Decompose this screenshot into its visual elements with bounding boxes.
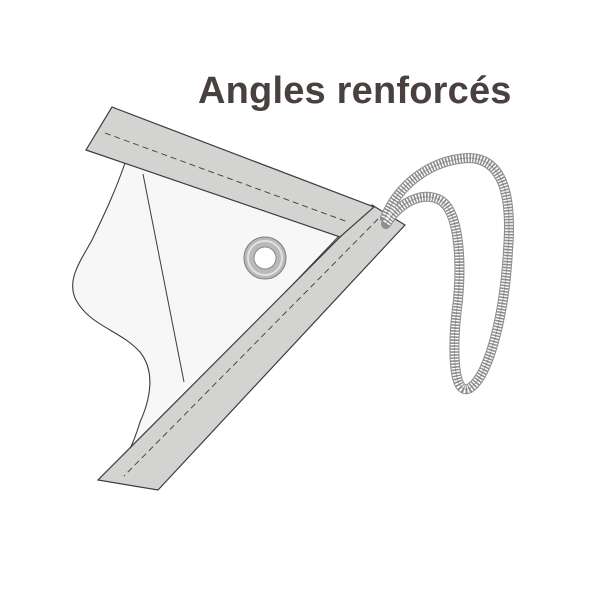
reinforced-hem-top [85, 106, 376, 238]
fabric-panel [72, 159, 341, 471]
fabric-fold-line [142, 173, 185, 383]
hem-top-stitch [104, 132, 349, 223]
eyelet [243, 236, 287, 280]
diagram-title: Angles renforcés [198, 70, 512, 112]
hem-diagonal-stitch [123, 218, 379, 477]
